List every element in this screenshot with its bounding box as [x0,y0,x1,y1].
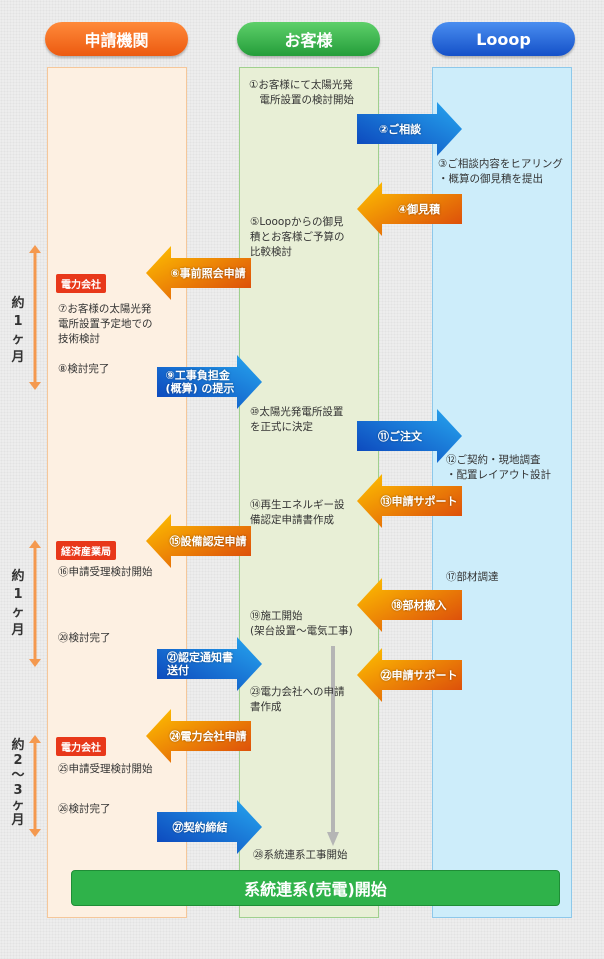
step-20-text: ⑳検討完了 [58,632,111,644]
column-applicant [47,67,187,918]
step-23-text: ㉓電力会社への申請 書作成 [250,686,345,713]
step-19-text: ⑲施工開始 (架台設置～電気工事) [250,610,353,637]
arrow-step-22: ㉒申請サポート [357,648,462,702]
step-1-text: ①お客様にて太陽光発 電所設置の検討開始 [249,79,354,106]
arrow-step-24: ㉔電力会社申請 [146,709,251,763]
step-26-text: ㉖検討完了 [58,803,111,815]
step-10-text: ⑩太陽光発電所設置 を正式に決定 [250,406,344,433]
step-14-text: ⑭再生エネルギー設 備認定申請書作成 [250,499,345,526]
step-5-text: ⑤Looopからの御見 積とお客様ご予算の 比較検討 [250,216,345,258]
arrow-step-6: ⑥事前照会申請 [146,246,251,300]
step-8-text: ⑧検討完了 [58,363,110,375]
arrow-step-18: ⑱部材搬入 [357,578,462,632]
construction-progress-arrow [327,646,339,846]
arrow-step-2: ②ご相談 [357,102,462,156]
badge-meti-bureau: 経済産業局 [56,541,116,560]
step-3-text: ③ご相談内容をヒアリング ・概算の御見積を提出 [438,158,563,185]
arrow-step-27: ㉗契約締結 [157,800,262,854]
step-12-text: ⑫ご契約・現地調査 ・配置レイアウト設計 [446,454,551,481]
arrow-step-15: ⑮設備認定申請 [146,514,251,568]
badge-power-company: 電力会社 [56,274,106,293]
step-17-text: ⑰部材調達 [446,571,499,583]
arrow-step-13: ⑬申請サポート [357,474,462,528]
step-28-text: ㉘系統連系工事開始 [253,849,348,861]
column-customer [239,67,379,918]
header-applicant: 申請機関 [45,22,188,56]
step-7-text: ⑦お客様の太陽光発 電所設置予定地での 技術検討 [58,303,153,345]
arrow-step-11: ⑪ご注文 [357,409,462,463]
arrow-step-21: ㉑認定通知書 送付 [157,637,262,691]
duration-label-1: 約 1 ヶ 月 [11,296,25,365]
grid-connection-start-banner: 系統連系(売電)開始 [71,870,560,906]
duration-arrow-3 [29,735,41,837]
duration-label-3: 約 2 〜 3 ヶ 月 [11,738,25,828]
header-customer: お客様 [237,22,380,56]
step-16-text: ⑯申請受理検討開始 [58,566,153,578]
arrow-step-9: ⑨工事負担金 (概算) の提示 [157,355,262,409]
duration-label-2: 約 1 ヶ 月 [11,569,25,638]
step-25-text: ㉕申請受理検討開始 [58,763,153,775]
duration-arrow-1 [29,245,41,390]
duration-arrow-2 [29,540,41,667]
badge-power-company-2: 電力会社 [56,737,106,756]
arrow-step-4: ④御見積 [357,182,462,236]
header-looop: Looop [432,22,575,56]
